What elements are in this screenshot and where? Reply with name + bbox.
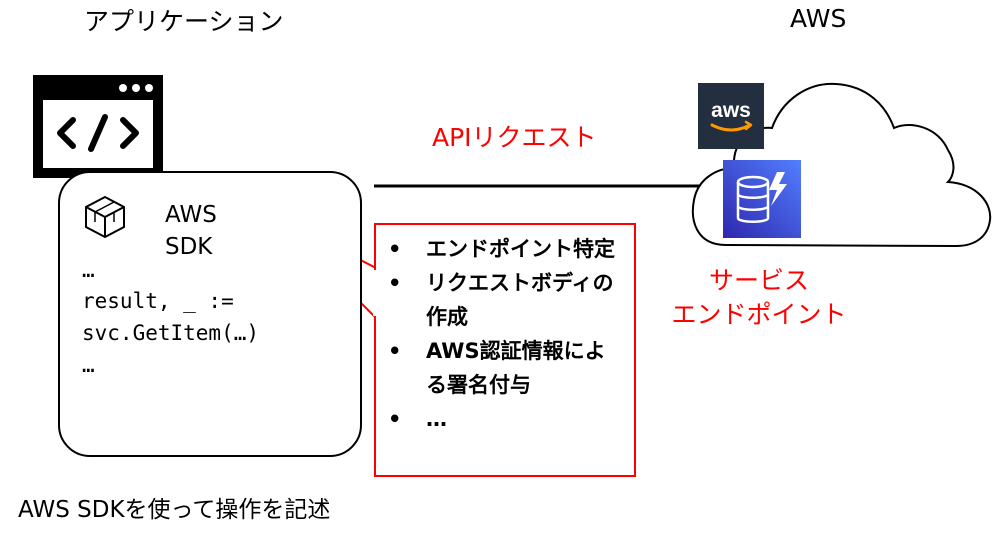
step-item: … xyxy=(384,402,624,436)
api-request-label: APIリクエスト xyxy=(432,123,597,152)
code-line: … xyxy=(82,353,95,377)
cube-icon xyxy=(85,195,125,239)
code-window-icon xyxy=(33,75,163,178)
code-line: … xyxy=(82,258,95,282)
sdk-label-line2: SDK xyxy=(165,234,213,260)
svg-text:aws: aws xyxy=(711,99,751,122)
service-endpoint-line2: エンドポイント xyxy=(671,300,847,329)
code-line: result, _ := xyxy=(82,289,234,313)
sdk-label: AWS SDK xyxy=(165,199,217,263)
dynamodb-icon xyxy=(723,160,801,238)
sdk-label-line1: AWS xyxy=(165,202,217,228)
step-item: エンドポイント特定 xyxy=(384,232,624,266)
service-endpoint-line1: サービス xyxy=(708,266,809,295)
step-item: AWS認証情報による署名付与 xyxy=(384,334,624,402)
sdk-steps-list: エンドポイント特定 リクエストボディの作成 AWS認証情報による署名付与 … xyxy=(384,232,624,436)
service-endpoint-label: サービス エンドポイント xyxy=(654,264,864,332)
aws-logo-icon: aws xyxy=(698,83,764,149)
code-line: svc.GetItem(…) xyxy=(82,321,260,345)
step-item: リクエストボディの作成 xyxy=(384,266,624,334)
aws-title: AWS xyxy=(790,4,847,33)
application-title: アプリケーション xyxy=(84,7,284,36)
sdk-box xyxy=(58,171,362,457)
footer-caption: AWS SDKを使って操作を記述 xyxy=(18,497,331,523)
